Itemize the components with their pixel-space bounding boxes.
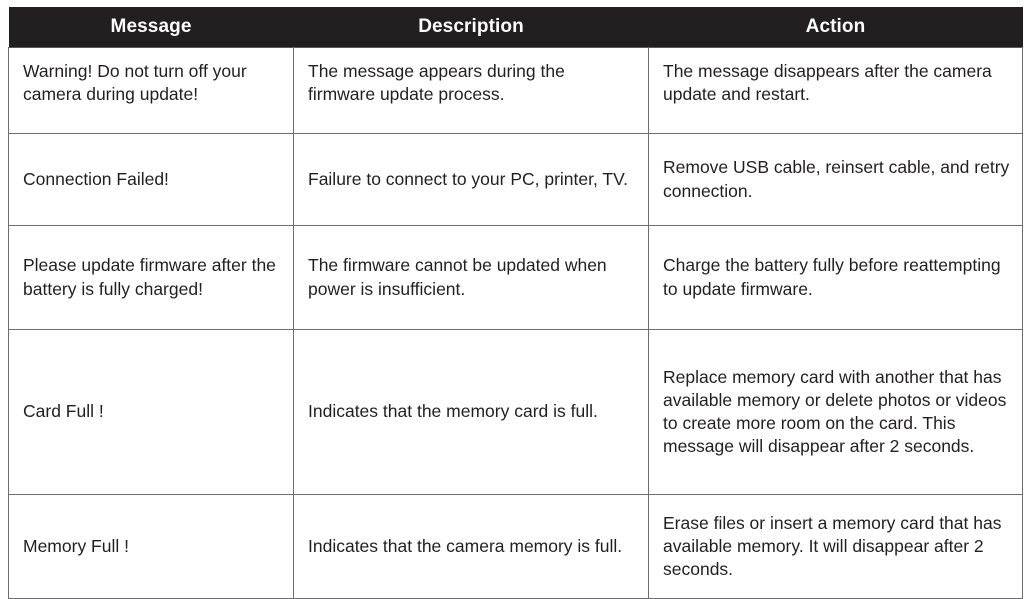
cell-message: Memory Full ! [8,494,294,599]
message-table-container: Message Description Action Warning! Do n… [8,7,1023,599]
cell-description: Indicates that the memory card is full. [293,329,649,495]
message-text: Card Full ! [23,401,104,422]
description-text: The message appears during the firmware … [308,61,565,105]
cell-description: Failure to connect to your PC, printer, … [293,133,649,226]
table-header: Message Description Action [8,7,1023,48]
table-row: Warning! Do not turn off your camera dur… [8,47,1023,134]
description-text: The firmware cannot be updated when powe… [308,255,607,299]
action-text: Charge the battery fully before reattemp… [663,255,1001,299]
cell-message: Warning! Do not turn off your camera dur… [8,47,294,134]
message-text: Please update firmware after the battery… [23,255,276,299]
table-row: Connection Failed! Failure to connect to… [8,133,1023,226]
cell-description: The firmware cannot be updated when powe… [293,225,649,330]
description-text: Indicates that the camera memory is full… [308,535,623,556]
table-row: Memory Full ! Indicates that the camera … [8,494,1023,599]
column-header-description: Description [293,7,649,48]
action-text: Remove USB cable, reinsert cable, and re… [663,157,1010,201]
table-body: Warning! Do not turn off your camera dur… [8,47,1023,599]
table-row: Card Full ! Indicates that the memory ca… [8,329,1023,495]
table-row: Please update firmware after the battery… [8,225,1023,330]
table-header-row: Message Description Action [8,7,1023,48]
cell-action: Replace memory card with another that ha… [648,329,1023,495]
camera-message-table: Message Description Action Warning! Do n… [8,7,1023,599]
cell-message: Card Full ! [8,329,294,495]
action-text: Erase files or insert a memory card that… [663,512,1002,580]
cell-action: Erase files or insert a memory card that… [648,494,1023,599]
cell-action: Charge the battery fully before reattemp… [648,225,1023,330]
message-text: Memory Full ! [23,535,129,556]
cell-message: Connection Failed! [8,133,294,226]
cell-description: The message appears during the firmware … [293,47,649,134]
description-text: Indicates that the memory card is full. [308,401,598,422]
description-text: Failure to connect to your PC, printer, … [308,168,629,189]
action-text: Replace memory card with another that ha… [663,366,1007,457]
message-text: Connection Failed! [23,168,169,189]
column-header-action: Action [648,7,1023,48]
cell-action: Remove USB cable, reinsert cable, and re… [648,133,1023,226]
message-text: Warning! Do not turn off your camera dur… [23,61,247,105]
action-text: The message disappears after the camera … [663,61,992,105]
cell-description: Indicates that the camera memory is full… [293,494,649,599]
column-header-message: Message [8,7,294,48]
cell-message: Please update firmware after the battery… [8,225,294,330]
cell-action: The message disappears after the camera … [648,47,1023,134]
